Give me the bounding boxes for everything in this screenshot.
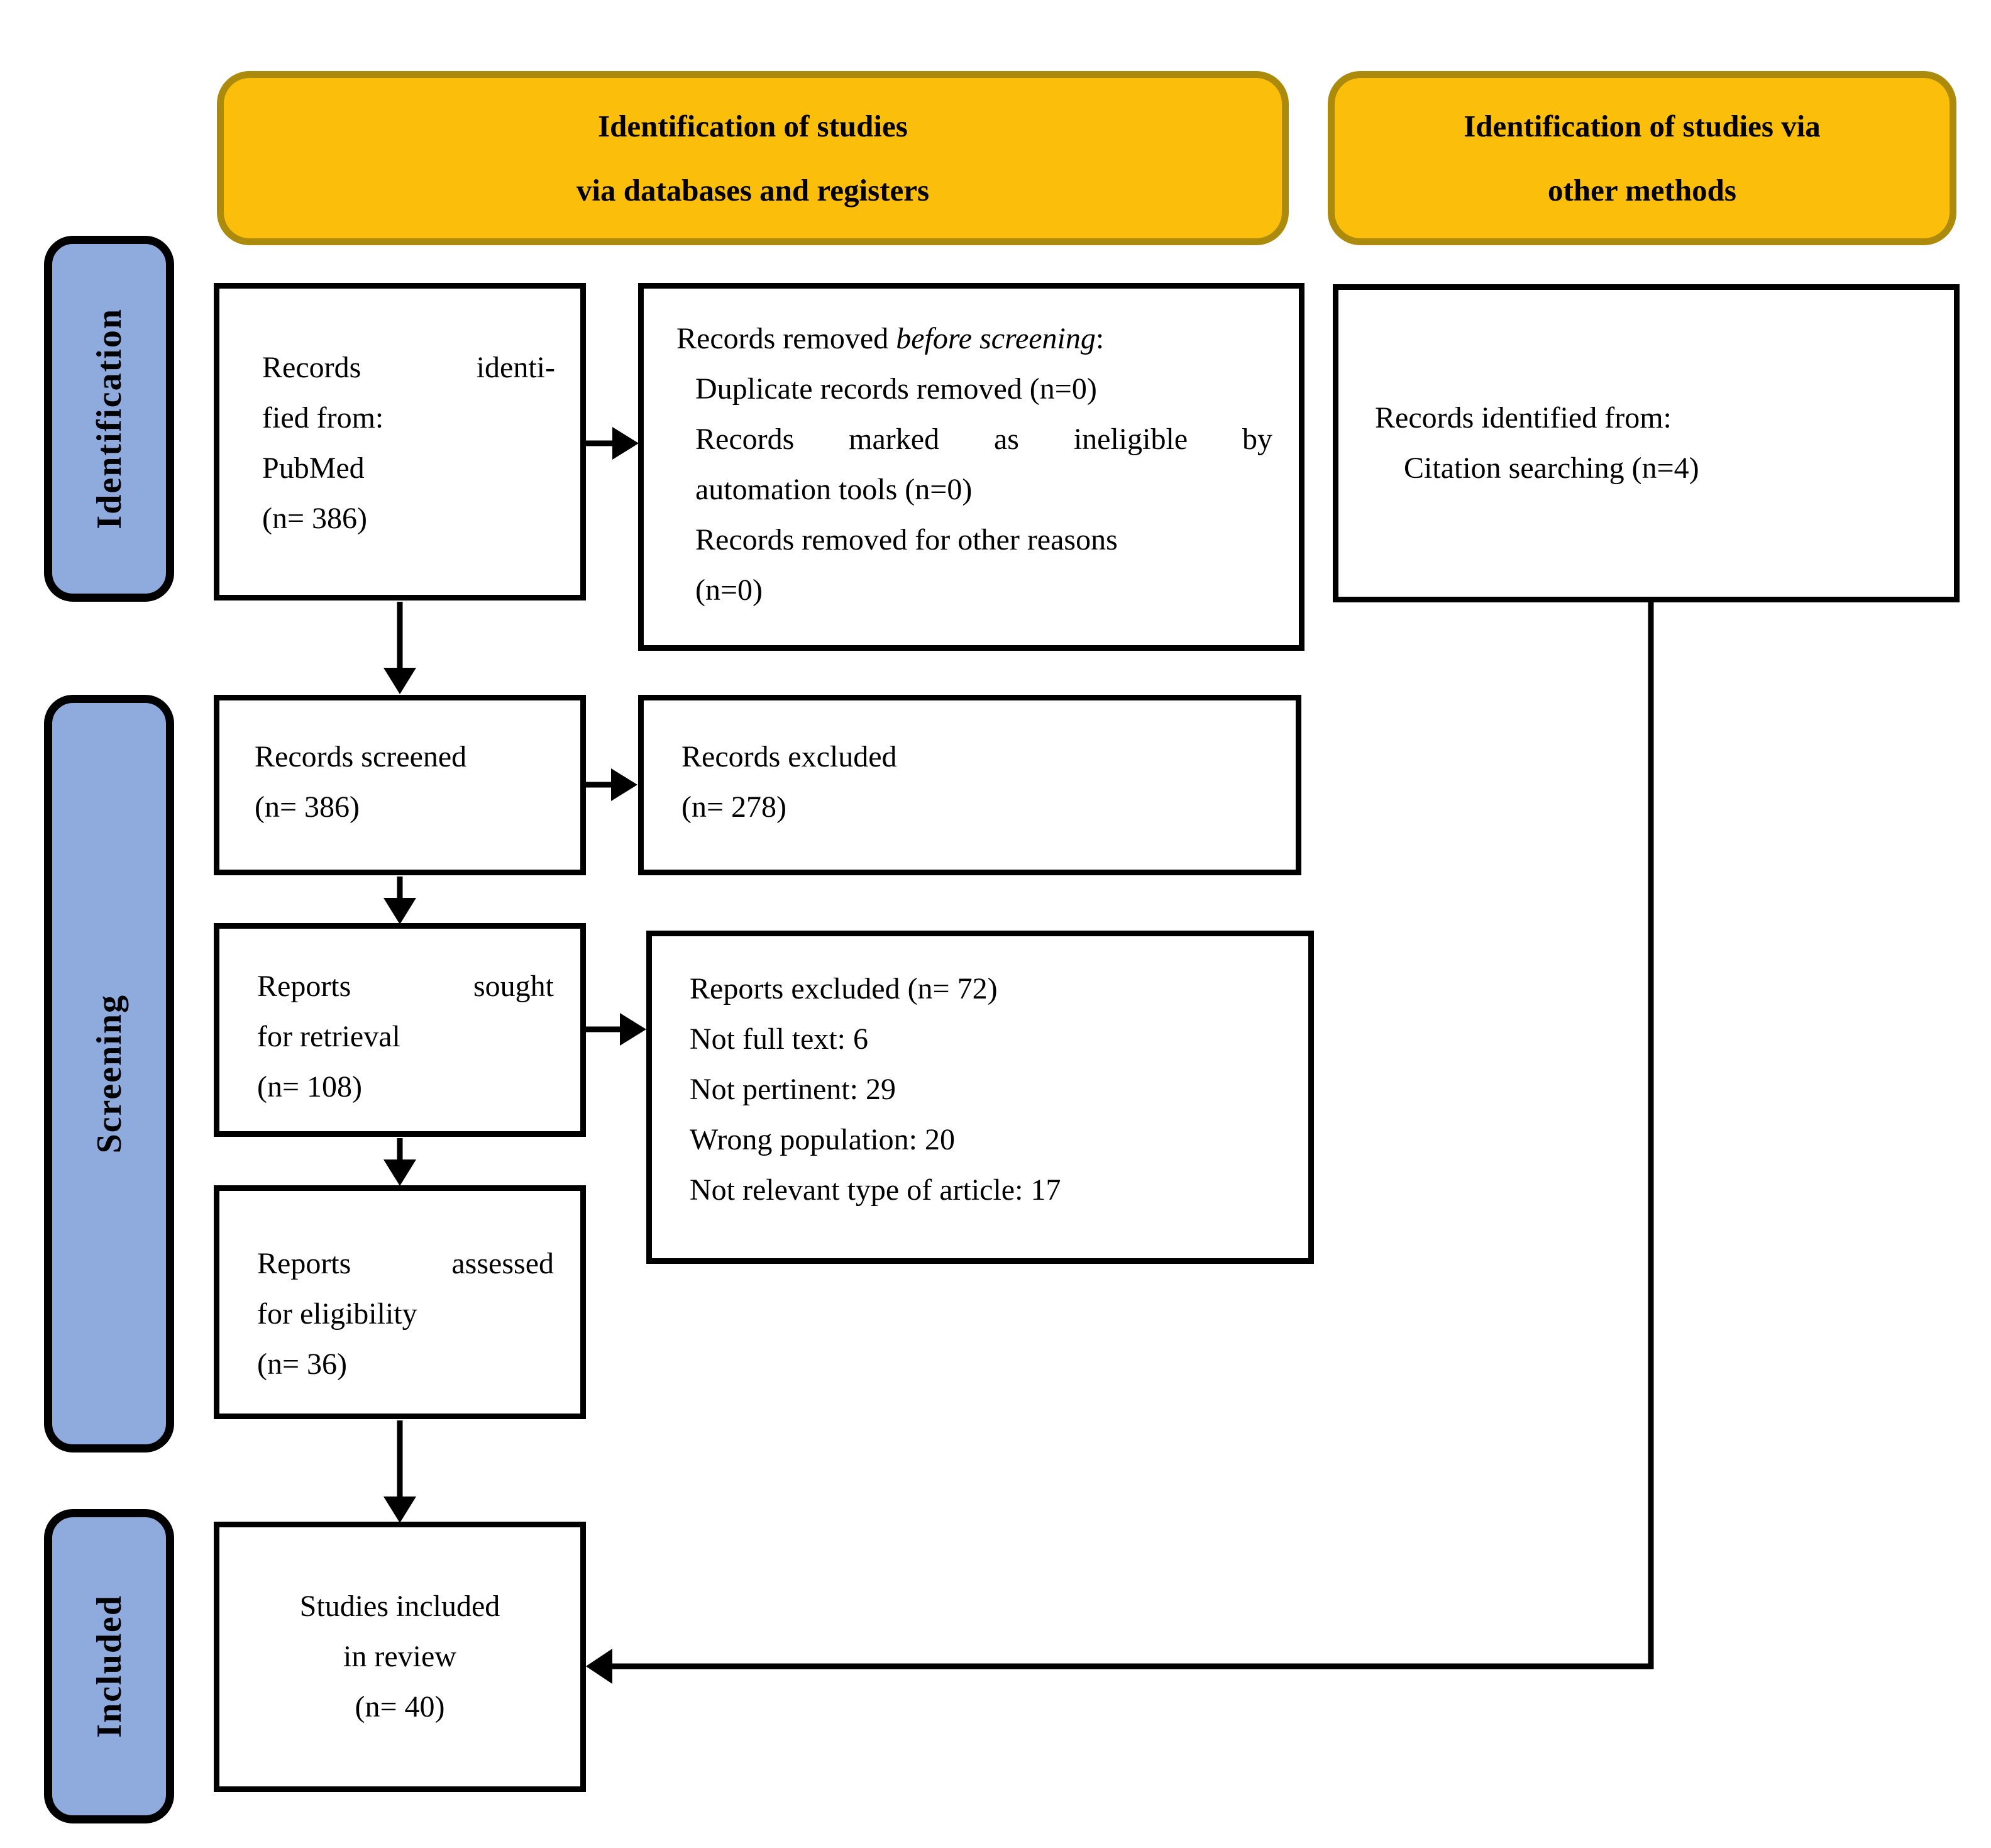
text-line: Records identi-: [262, 351, 555, 384]
records-removed-items: Duplicate records removed (n=0) Records m…: [676, 364, 1272, 616]
header-line-2: via databases and registers: [576, 172, 930, 207]
box-studies-included: Studies included in review (n= 40): [214, 1522, 586, 1792]
stage-label-screening: Screening: [44, 695, 174, 1452]
stage-label-text: Identification: [89, 308, 129, 529]
box-records-identified: Records identi-fied from: PubMed (n= 386): [214, 283, 586, 600]
records-removed-italic: before screening: [896, 322, 1096, 355]
records-removed-suffix: :: [1095, 322, 1105, 355]
text-line: Reports assessed: [257, 1247, 554, 1280]
text-line: Not pertinent: 29: [690, 1073, 896, 1106]
header-line-2: other methods: [1548, 172, 1736, 207]
text-line: Records screened: [255, 740, 467, 773]
header-other-methods: Identification of studies via other meth…: [1328, 71, 1956, 245]
arrow-sought-to-assessed: [383, 1138, 416, 1186]
box-reports-sought: Reports sought for retrieval (n= 108): [214, 923, 586, 1137]
text-line: (n= 36): [257, 1347, 348, 1381]
header-line-1: Identification of studies: [598, 108, 908, 143]
text-line: Reports sought: [257, 970, 554, 1003]
text-line: Studies included: [299, 1590, 500, 1623]
arrow-screened-to-sought: [383, 877, 416, 924]
box-reports-assessed: Reports assessed for eligibility (n= 36): [214, 1185, 586, 1419]
text-line: Wrong population: 20: [690, 1123, 956, 1156]
text-line: Duplicate records removed (n=0): [695, 372, 1097, 406]
text-line: Records identified from:: [1375, 401, 1672, 434]
text-line: (n= 278): [681, 790, 787, 824]
text-line: in review: [343, 1640, 456, 1673]
text-line: for retrieval: [257, 1020, 400, 1053]
box-records-removed: Records removed before screening: Duplic…: [638, 283, 1304, 651]
text-line: Records marked as ineligible by: [695, 423, 1272, 456]
header-line-1: Identification of studies via: [1464, 108, 1821, 143]
stage-label-text: Included: [89, 1595, 129, 1738]
arrow-citation-to-included: [586, 602, 1654, 1684]
box-records-excluded: Records excluded (n= 278): [638, 695, 1301, 875]
text-line: automation tools (n=0): [695, 473, 973, 506]
text-line: Records excluded: [681, 740, 897, 773]
arrow-identified-to-screened: [383, 602, 416, 694]
text-line: fied from:: [262, 401, 384, 434]
stage-label-included: Included: [44, 1509, 174, 1823]
text-line: (n=0): [695, 573, 763, 607]
text-line: Citation searching (n=4): [1404, 451, 1699, 485]
arrow-screened-to-excluded: [583, 768, 637, 801]
text-line: (n= 40): [355, 1690, 445, 1724]
text-line: for eligibility: [257, 1297, 417, 1331]
arrow-assessed-to-included: [383, 1420, 416, 1523]
text-line: (n= 386): [255, 790, 360, 824]
records-removed-prefix: Records removed: [676, 322, 896, 355]
text-line: Reports excluded (n= 72): [690, 972, 998, 1005]
box-reports-excluded: Reports excluded (n= 72) Not full text: 6…: [646, 931, 1314, 1264]
text-line: (n= 386): [262, 502, 368, 535]
header-databases-registers: Identification of studies via databases …: [217, 71, 1289, 245]
stage-label-identification: Identification: [44, 236, 174, 602]
arrow-sought-to-excluded: [583, 1013, 646, 1046]
text-line: Not relevant type of article: 17: [690, 1173, 1061, 1207]
box-records-screened: Records screened (n= 386): [214, 695, 586, 875]
text-line: Not full text: 6: [690, 1022, 868, 1056]
stage-label-text: Screening: [89, 993, 129, 1154]
text-line: (n= 108): [257, 1070, 363, 1104]
records-removed-heading: Records removed before screening:: [676, 314, 1272, 364]
text-line: PubMed: [262, 451, 365, 485]
box-citation-searching: Records identified from: Citation searchi…: [1333, 284, 1960, 602]
text-line: Records removed for other reasons: [695, 523, 1118, 556]
arrow-identified-to-removed: [583, 427, 639, 460]
